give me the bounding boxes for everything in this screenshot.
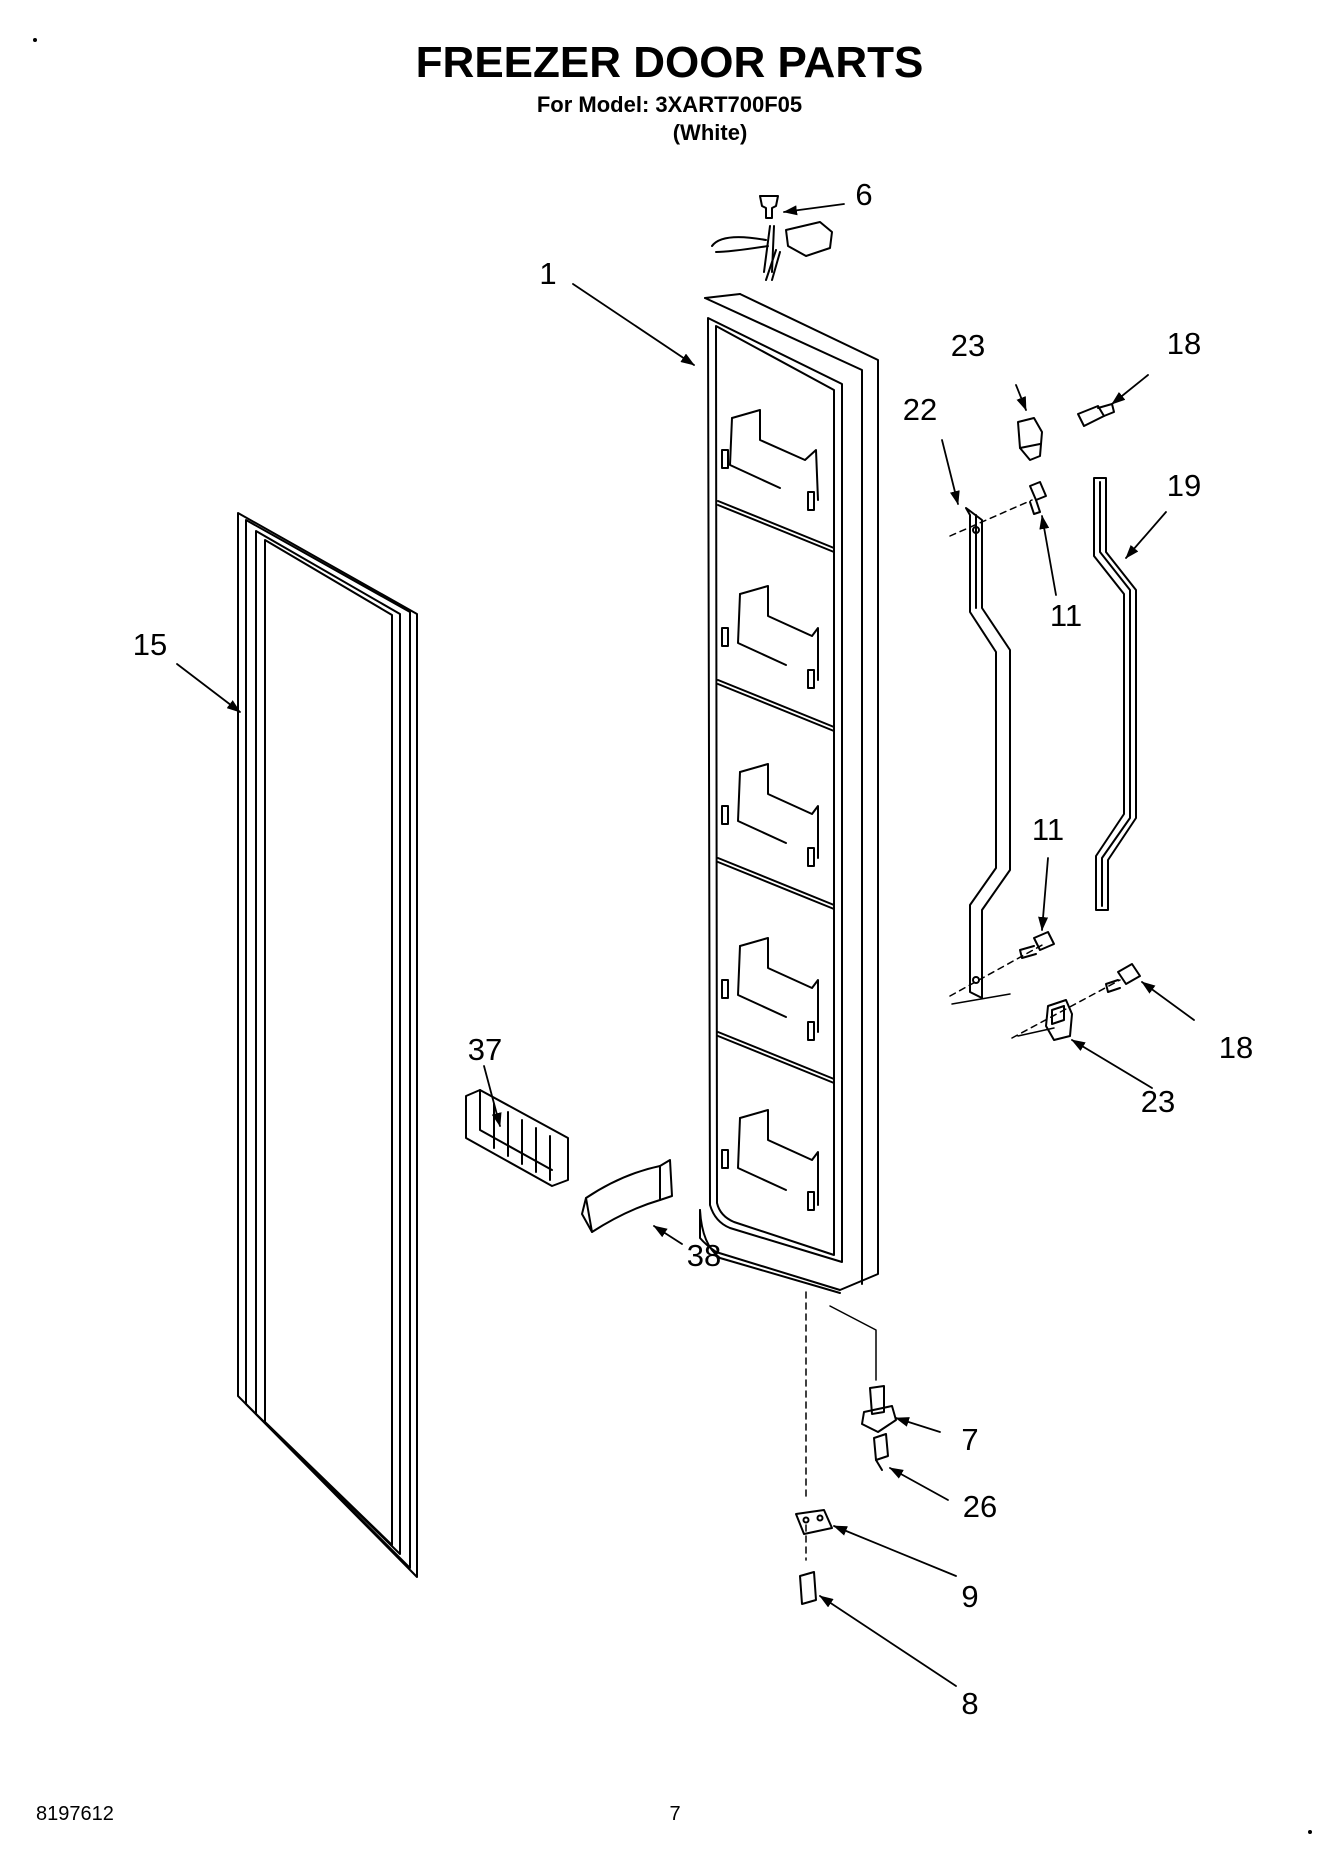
door-gasket-part-15	[237, 512, 418, 1578]
screw-part-26	[873, 1433, 889, 1471]
handle-trim-part-19	[1093, 477, 1137, 911]
callout-1: 1	[539, 256, 556, 291]
scan-speck	[33, 38, 37, 42]
callout-23: 23	[951, 328, 985, 363]
screw-part-11-bottom	[1019, 931, 1055, 959]
document-number: 8197612	[36, 1803, 114, 1825]
color-variant: (White)	[672, 120, 748, 145]
page-title: FREEZER DOOR PARTS	[415, 38, 924, 87]
callout-11: 11	[1032, 812, 1064, 847]
leader-lines	[176, 203, 1195, 1687]
screw-part-18-top	[1077, 403, 1115, 427]
callout-6: 6	[855, 177, 872, 212]
assembly-guide-lines	[805, 499, 1121, 1561]
screw-part-8	[799, 1571, 817, 1605]
handle-end-cap-part-23-bottom	[1045, 999, 1073, 1041]
ice-tray-rack-part-37	[465, 1089, 569, 1187]
callout-7: 7	[961, 1422, 978, 1457]
door-handle-part-22	[965, 507, 1011, 999]
model-line: For Model: 3XART700F05	[536, 92, 803, 117]
callout-22: 22	[903, 392, 937, 427]
callout-8: 8	[961, 1686, 978, 1721]
screw-part-18-bottom	[1105, 963, 1141, 993]
screw-part-11-top	[1029, 481, 1047, 515]
callout-38: 38	[687, 1238, 721, 1273]
door-bin-part-38	[581, 1159, 673, 1233]
freezer-door-assembly-part-1	[699, 293, 879, 1294]
hinge-part-7	[829, 1305, 897, 1433]
hinge-plate-part-9	[795, 1509, 833, 1535]
callout-37: 37	[468, 1032, 502, 1067]
wire-harness-and-screw-part-6	[711, 195, 833, 281]
callout-9: 9	[961, 1579, 978, 1614]
scan-speck	[1308, 1830, 1312, 1834]
page-number: 7	[669, 1803, 681, 1825]
callout-19: 19	[1167, 468, 1201, 503]
callout-15: 15	[133, 627, 167, 662]
callout-18: 18	[1219, 1030, 1253, 1065]
handle-end-cap-part-23-top	[1017, 417, 1043, 461]
callout-26: 26	[963, 1489, 997, 1524]
callout-18: 18	[1167, 326, 1201, 361]
callout-23: 23	[1141, 1084, 1175, 1119]
callout-11: 11	[1050, 598, 1082, 633]
